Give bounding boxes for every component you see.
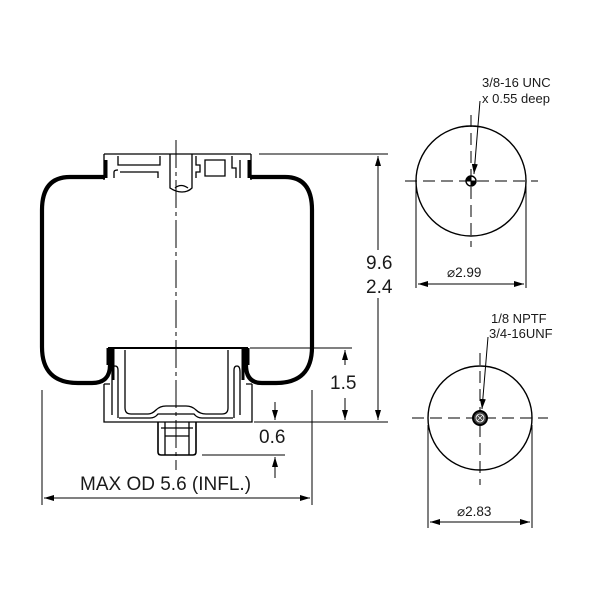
- bottom-thread-note-2: 3/4-16UNF: [489, 326, 553, 341]
- max-od-label: MAX OD 5.6 (INFL.): [80, 474, 252, 495]
- diameter-symbol-icon: ⌀: [447, 265, 456, 280]
- bottom-diameter-label: ⌀2.83: [457, 504, 492, 519]
- diameter-symbol-icon: ⌀: [457, 504, 466, 519]
- bottom-thread-note-1: 1/8 NPTF: [491, 311, 547, 326]
- height-min-label: 2.4: [366, 277, 393, 298]
- piston-height-label: 1.5: [330, 373, 357, 394]
- top-view: [405, 100, 538, 288]
- top-thread-note-2: x 0.55 deep: [482, 91, 550, 106]
- piston: [103, 347, 253, 456]
- stud-length-label: 0.6: [259, 427, 286, 448]
- bottom-view: [412, 336, 548, 528]
- top-bead-plate: [103, 153, 252, 193]
- side-view: [39, 140, 388, 505]
- top-diameter-label: ⌀2.99: [447, 265, 482, 280]
- top-thread-note-1: 3/8-16 UNC: [482, 75, 551, 90]
- height-max-label: 9.6: [366, 253, 393, 274]
- bellows-outline: [39, 174, 113, 386]
